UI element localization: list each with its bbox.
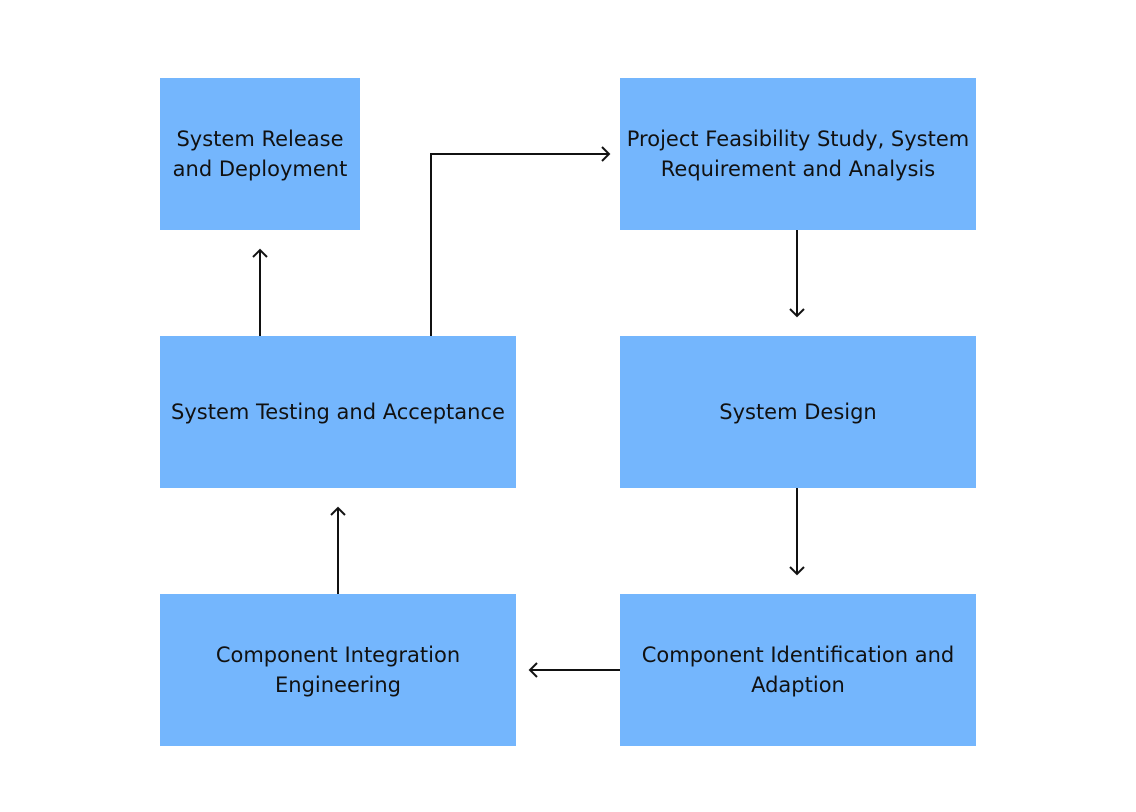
arrow-head xyxy=(252,248,268,258)
arrow-testing-to-feasibility xyxy=(430,153,609,336)
node-system-design: System Design xyxy=(620,336,976,488)
node-component-identification-and-adaption: Component Identification and Adaption xyxy=(620,594,976,746)
node-component-integration-engineering: Component Integration Engineering xyxy=(160,594,516,746)
node-label-line: System Design xyxy=(719,400,877,424)
arrow-head xyxy=(330,506,346,516)
node-label-line: and Deployment xyxy=(172,157,348,181)
arrow-head xyxy=(789,308,805,318)
node-system-testing-and-acceptance: System Testing and Acceptance xyxy=(160,336,516,488)
node-label-line: Component Identification and xyxy=(641,643,955,667)
node-label-line: Adaption xyxy=(751,673,845,697)
node-label-line: System Release xyxy=(176,127,344,151)
node-label-line: Requirement and Analysis xyxy=(660,157,936,181)
node-label-line: Project Feasibility Study, System xyxy=(626,127,970,151)
arrow-head xyxy=(789,566,805,576)
node-system-release-and-deployment: System Release and Deployment xyxy=(160,78,360,230)
node-project-feasibility-study: Project Feasibility Study, System Requir… xyxy=(620,78,976,230)
arrow-head xyxy=(528,662,538,678)
node-label-line: Engineering xyxy=(275,673,401,697)
arrow-head xyxy=(601,146,611,162)
node-label-line: System Testing and Acceptance xyxy=(171,400,505,424)
node-label-line: Component Integration xyxy=(215,643,461,667)
